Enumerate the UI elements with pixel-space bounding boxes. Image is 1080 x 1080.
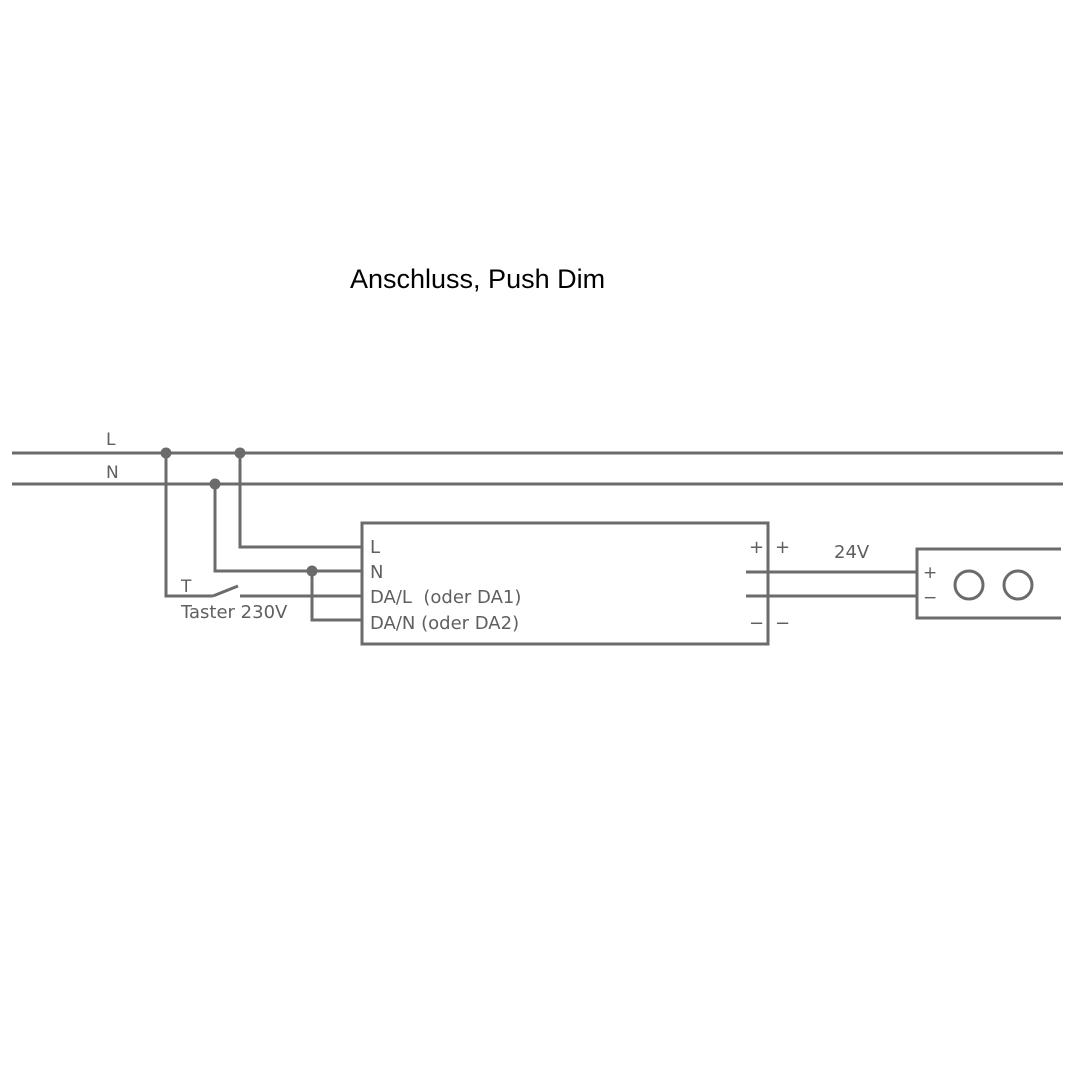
diagram-title: Anschluss, Push Dim bbox=[350, 264, 605, 294]
output-voltage-label: 24V bbox=[834, 542, 870, 563]
junction-dot bbox=[234, 447, 246, 459]
junction-dot bbox=[209, 478, 221, 490]
driver-output-plus-outer: + bbox=[775, 537, 790, 558]
wire-n-to-driver bbox=[213, 484, 362, 573]
wire-n-to-dan bbox=[310, 571, 362, 622]
switch-caption: Taster 230V bbox=[180, 602, 288, 623]
wire-l-to-driver bbox=[238, 453, 362, 549]
driver-output-minus-inner: − bbox=[749, 613, 764, 634]
driver-input-dan: DA/N (oder DA2) bbox=[370, 613, 519, 634]
driver-output-minus-outer: − bbox=[775, 613, 790, 634]
junction-dot bbox=[160, 447, 172, 459]
driver-output-plus-inner: + bbox=[749, 537, 764, 558]
driver-input-l: L bbox=[370, 537, 380, 558]
switch-symbol-label: T bbox=[180, 577, 192, 597]
push-button-contact bbox=[212, 584, 239, 598]
bus-n-label: N bbox=[106, 463, 119, 483]
wire-l-to-switch bbox=[164, 453, 213, 598]
driver-box bbox=[360, 521, 770, 646]
driver-input-n: N bbox=[370, 562, 383, 583]
led-strip-minus-label: − bbox=[923, 588, 937, 608]
driver-input-dal: DA/L (oder DA1) bbox=[370, 587, 521, 608]
led-strip-outline bbox=[915, 547, 1061, 620]
junction-dot bbox=[306, 565, 318, 577]
led-circle bbox=[953, 569, 985, 601]
led-circle bbox=[1002, 569, 1034, 601]
led-strip-plus-label: + bbox=[923, 563, 937, 583]
bus-l-label: L bbox=[106, 430, 116, 450]
